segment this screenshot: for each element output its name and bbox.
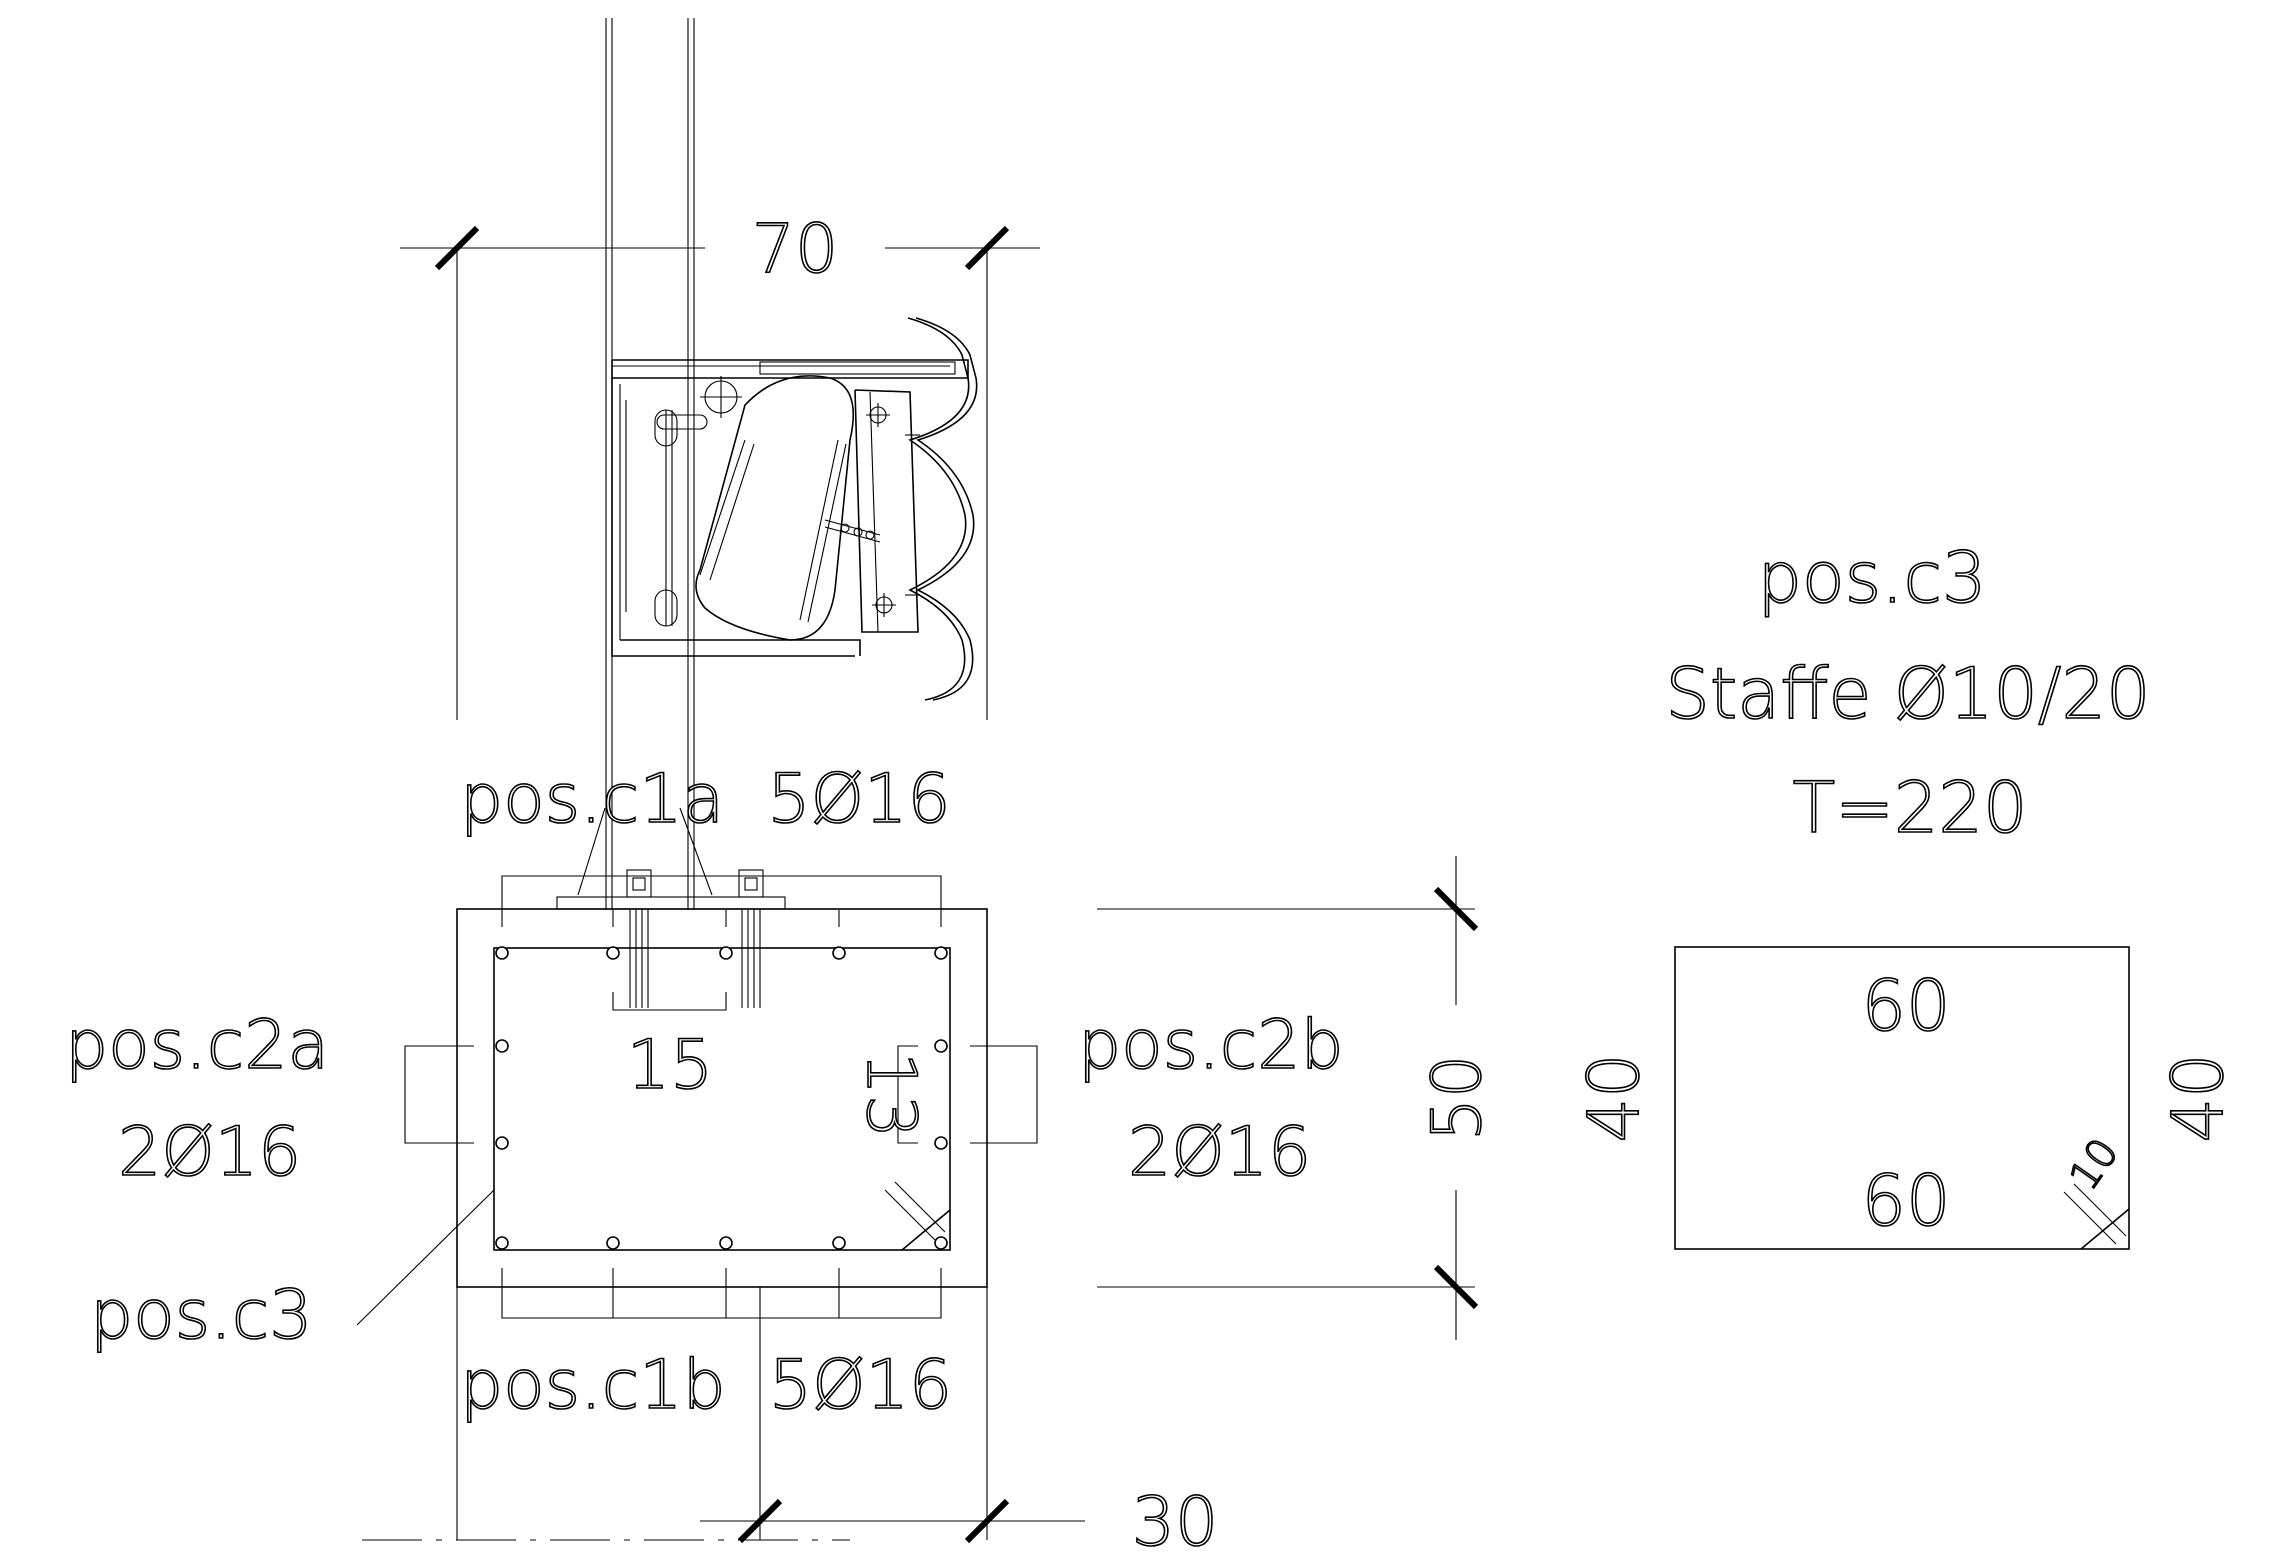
- guardrail-bracket: [611, 317, 978, 701]
- stirrup-hook-dim: 10: [2061, 1131, 2128, 1199]
- dimension-13-label: 13: [851, 1052, 930, 1139]
- label-pos-c1a: pos.c1a 5Ø16: [460, 760, 951, 839]
- label-pos-c3-left: pos.c3: [90, 1276, 312, 1355]
- stirrup-shape: [1674, 946, 2130, 1250]
- dimension-70: 70: [400, 209, 1040, 720]
- dimension-30-label: 30: [1132, 1483, 1219, 1557]
- label-pos-c1b: pos.c1b 5Ø16: [460, 1346, 952, 1425]
- dimension-70-label: 70: [752, 210, 839, 289]
- dimension-50: 50: [1097, 856, 1498, 1340]
- label-pos-c2a: pos.c2a: [65, 1006, 329, 1085]
- dimension-50-label: 50: [1418, 1055, 1497, 1142]
- ground-line: [362, 1287, 850, 1541]
- leader-c1a: [577, 807, 713, 896]
- anchor-bolt-right: [738, 869, 764, 1008]
- stirrup-bottom-dim: 60: [1861, 1160, 1950, 1242]
- stirrup-title: pos.c3: [1757, 537, 1986, 619]
- dimension-30: 30: [700, 1287, 1219, 1557]
- label-pos-c2b-bars: 2Ø16: [1128, 1113, 1311, 1192]
- stirrup-spec: Staffe Ø10/20: [1665, 653, 2150, 735]
- dimension-15-label: 15: [627, 1026, 714, 1105]
- guardrail-post: [605, 18, 695, 910]
- stirrup-top-dim: 60: [1861, 965, 1950, 1047]
- label-pos-c2b: pos.c2b: [1078, 1006, 1344, 1085]
- stirrup-length: T=220: [1792, 767, 2027, 849]
- stirrup-right-dim: 40: [2157, 1053, 2239, 1142]
- anchor-bolt-left: [626, 869, 652, 1008]
- label-pos-c2a-bars: 2Ø16: [118, 1113, 301, 1192]
- beam-section: [356, 869, 1038, 1540]
- stirrup-left-dim: 40: [1573, 1053, 1655, 1142]
